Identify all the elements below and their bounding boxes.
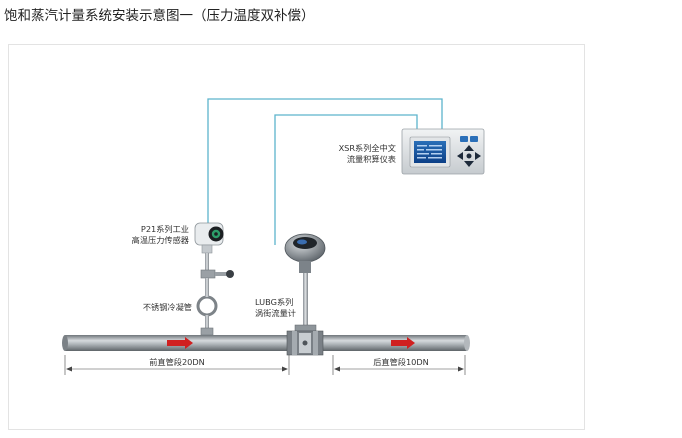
flowmeter-label-line1: LUBG系列 — [255, 297, 293, 307]
keypad — [457, 136, 481, 167]
pressure-label-line2: 高温压力传感器 — [132, 235, 189, 245]
down-arrow-icon — [464, 161, 474, 167]
up-arrow-icon — [464, 145, 474, 151]
right-arrow-icon — [475, 152, 481, 160]
flow-signal-wire — [274, 114, 418, 245]
condenser-coil — [196, 290, 218, 336]
diagram-panel: XSR系列全中文 流量积算仪表 P21系列工业 高温压力传感器 不锈钢冷凝管 — [8, 44, 585, 430]
flow-totalizer-display — [401, 128, 485, 175]
steam-pipe — [62, 335, 470, 351]
condenser-label: 不锈钢冷凝管 — [143, 302, 192, 312]
valve-handle — [226, 270, 234, 278]
front-straight-run-dimension — [64, 355, 290, 375]
flow-direction-arrow-icon — [391, 337, 415, 349]
rear-straight-run-dimension — [332, 355, 466, 375]
flow-direction-arrow-icon — [167, 337, 193, 349]
rear-run-label: 后直管段10DN — [373, 357, 429, 367]
signal-wires — [207, 98, 443, 245]
display-screen — [414, 141, 446, 163]
pressure-transmitter — [194, 222, 234, 290]
left-arrow-icon — [457, 152, 463, 160]
installation-diagram: XSR系列全中文 流量积算仪表 P21系列工业 高温压力传感器 不锈钢冷凝管 — [62, 98, 485, 375]
display-label-line1: XSR系列全中文 — [339, 143, 396, 153]
page-title: 饱和蒸汽计量系统安装示意图一（压力温度双补偿） — [4, 8, 315, 24]
pressure-signal-wire — [207, 98, 443, 226]
vortex-flowmeter — [284, 233, 326, 356]
pressure-label-line1: P21系列工业 — [141, 224, 189, 234]
display-label-line2: 流量积算仪表 — [347, 154, 396, 164]
front-run-label: 前直管段20DN — [149, 357, 205, 367]
flowmeter-label-line2: 涡街流量计 — [255, 308, 296, 318]
